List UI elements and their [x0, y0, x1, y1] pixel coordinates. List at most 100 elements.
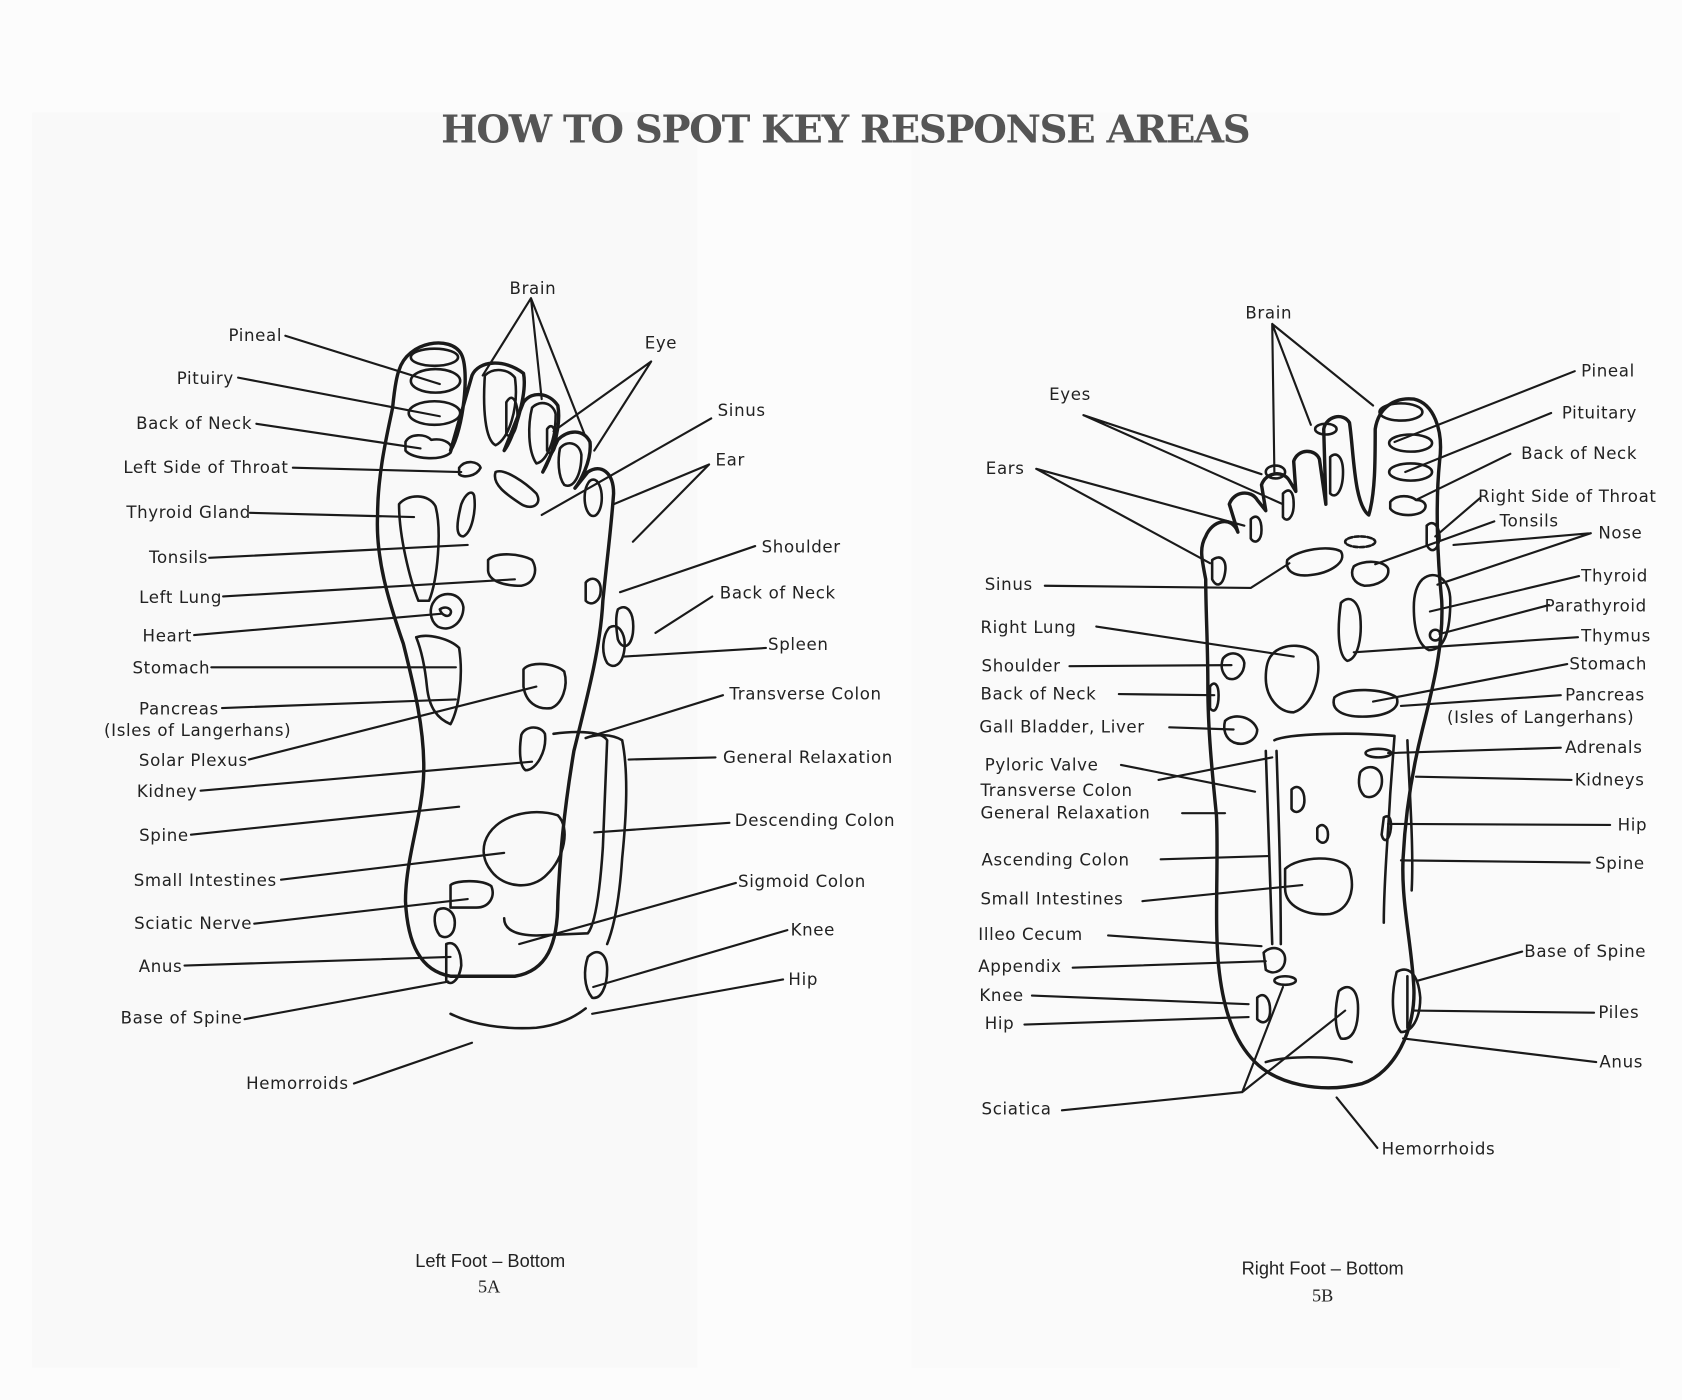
leader-heart — [193, 612, 444, 637]
leader-r-transverse — [1157, 756, 1274, 781]
left-sinus-toe-zone — [557, 442, 583, 487]
right-eye-zone — [1281, 489, 1295, 521]
left-back-neck-zone — [614, 606, 635, 648]
left-foot-caption: Left Foot – Bottom — [415, 1250, 565, 1271]
left-pituitary-zone — [407, 399, 462, 427]
label-r-stomach: Stomach — [1569, 654, 1647, 673]
label-r-brain: Brain — [1245, 304, 1292, 323]
left-neck-zone — [404, 434, 453, 460]
right-brain-toe2 — [1313, 422, 1338, 436]
label-r-isles-of-langerhans: (Isles of Langerhans) — [1447, 708, 1634, 727]
leader-r-shoulder — [1068, 664, 1233, 668]
label-pineal: Pineal — [228, 326, 282, 345]
left-anus-zone — [433, 907, 457, 939]
leader-r-gall-bladder — [1168, 726, 1235, 731]
leader-r-adrenals — [1387, 746, 1562, 755]
left-labels: Brain Pineal Pituiry Back of Neck Left S… — [104, 279, 895, 1093]
paper-shadow-left — [32, 112, 698, 1368]
label-r-illeo-cecum: Illeo Cecum — [978, 925, 1083, 944]
right-pituitary-zone — [1387, 462, 1434, 482]
right-hemorrhoids-zone — [1264, 1055, 1353, 1064]
left-solar-plexus-zone — [522, 662, 567, 710]
label-knee: Knee — [791, 920, 835, 939]
left-leaders — [183, 297, 789, 1085]
leader-transverse-colon — [591, 694, 725, 738]
left-kidney-zone — [518, 726, 547, 772]
leader-r-ears — [1035, 467, 1246, 565]
leader-r-knee — [1030, 994, 1250, 1006]
label-general-relaxation: General Relaxation — [723, 748, 893, 767]
leader-base-spine — [243, 980, 450, 1021]
label-eye: Eye — [645, 334, 677, 353]
right-stomach-zone — [1332, 688, 1399, 718]
label-brain: Brain — [510, 279, 557, 298]
right-sinus-zone — [1285, 547, 1344, 577]
leader-r-illeo — [1107, 934, 1263, 948]
label-r-sciatica: Sciatica — [982, 1100, 1052, 1119]
label-r-general-relaxation: General Relaxation — [980, 804, 1150, 823]
label-back-of-neck-r: Back of Neck — [720, 584, 836, 603]
right-foot: Brain Eyes Ears Sinus Right Lung Shoulde… — [978, 304, 1656, 1306]
leader-r-pituitary — [1404, 411, 1553, 474]
left-foot: Brain Pineal Pituiry Back of Neck Left S… — [104, 279, 895, 1297]
label-transverse-colon: Transverse Colon — [728, 684, 881, 703]
right-back-neck-zone — [1208, 682, 1220, 712]
right-brain-toe3 — [1264, 464, 1287, 480]
left-sinus-pad-zone — [493, 470, 540, 509]
leader-pituiry — [237, 376, 441, 418]
right-thymus-zone — [1337, 597, 1362, 663]
leader-r-pancreas — [1399, 694, 1562, 707]
left-throat-zone — [457, 460, 482, 478]
leader-back-neck-r — [654, 595, 714, 635]
right-foot-outline — [1199, 397, 1444, 1090]
label-r-small-intestines: Small Intestines — [980, 889, 1123, 908]
right-tonsils-zone — [1425, 521, 1441, 552]
leader-r-pineal — [1393, 370, 1576, 444]
leader-r-nose — [1436, 532, 1592, 586]
right-spine-band — [1406, 738, 1414, 892]
label-tonsils: Tonsils — [148, 548, 208, 567]
leader-shoulder — [618, 544, 757, 594]
leader-r-appendix — [1071, 960, 1267, 969]
label-r-anus: Anus — [1599, 1052, 1643, 1071]
leader-spleen — [623, 646, 767, 658]
label-ear: Ear — [715, 451, 744, 470]
leader-anus — [183, 955, 452, 967]
leader-hip — [591, 978, 785, 1015]
right-hip-zone — [1380, 815, 1393, 842]
leader-r-lung — [1095, 625, 1295, 658]
left-foot-outline — [375, 341, 616, 978]
label-r-knee: Knee — [979, 986, 1023, 1005]
leader-small-intestines — [279, 851, 506, 881]
label-small-intestines: Small Intestines — [134, 871, 277, 890]
leader-r-brain — [1271, 322, 1375, 474]
right-foot-figure-number: 5B — [1312, 1285, 1333, 1305]
right-leaders — [1023, 322, 1612, 1149]
label-r-gall-bladder-liver: Gall Bladder, Liver — [979, 718, 1144, 737]
leader-r-ascending — [1159, 855, 1270, 861]
label-sciatic-nerve: Sciatic Nerve — [134, 914, 252, 933]
label-r-sinus: Sinus — [985, 575, 1033, 594]
label-r-nose: Nose — [1598, 524, 1642, 543]
right-ear-zone-1 — [1249, 515, 1263, 543]
right-knee-zone — [1255, 993, 1272, 1024]
right-brain-big-toe-zone — [1378, 402, 1424, 422]
label-r-adrenals: Adrenals — [1565, 738, 1642, 757]
label-heart: Heart — [143, 627, 192, 646]
label-sinus: Sinus — [718, 401, 766, 420]
label-r-pyloric-valve: Pyloric Valve — [985, 755, 1099, 774]
label-shoulder: Shoulder — [762, 537, 841, 556]
left-eye-toe-zone — [527, 401, 557, 465]
label-hip: Hip — [788, 970, 818, 989]
right-throat-zone — [1343, 535, 1377, 549]
label-hemorroids: Hemorroids — [246, 1074, 348, 1093]
label-r-pancreas: Pancreas — [1565, 686, 1645, 705]
label-pituiry: Pituiry — [177, 369, 234, 388]
right-nose-zone — [1350, 560, 1390, 588]
label-spine: Spine — [139, 826, 189, 845]
label-isles-of-langerhans: (Isles of Langerhans) — [104, 721, 291, 740]
leader-r-throat — [1434, 496, 1482, 538]
leader-spine — [189, 805, 461, 836]
